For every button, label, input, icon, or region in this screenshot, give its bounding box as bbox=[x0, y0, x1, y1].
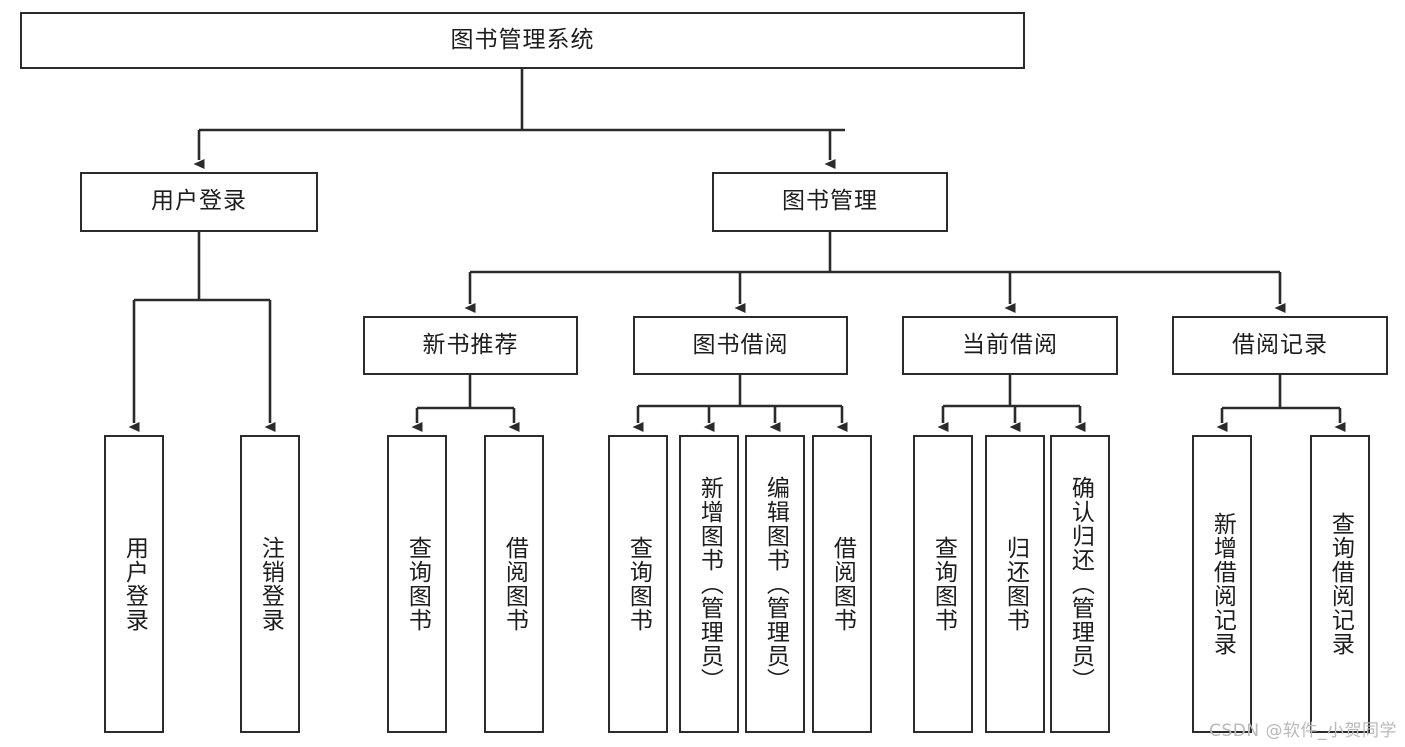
node-leaf-return-book-label: 归还图书 bbox=[1002, 536, 1029, 632]
node-leaf-add-record-label: 新增借阅记录 bbox=[1209, 512, 1236, 656]
node-leaf-edit-book-label: 编辑图书（管理员） bbox=[762, 476, 789, 692]
node-leaf-return-book[interactable]: 归还图书 bbox=[985, 435, 1045, 733]
node-leaf-query-record-label: 查询借阅记录 bbox=[1327, 512, 1354, 656]
node-user-login-label: 用户登录 bbox=[151, 188, 247, 215]
node-current-borrow-label: 当前借阅 bbox=[962, 331, 1058, 358]
node-leaf-borrow-book-2-label: 借阅图书 bbox=[829, 536, 856, 632]
node-new-book-rec[interactable]: 新书推荐 bbox=[363, 316, 578, 375]
node-leaf-borrow-book-1[interactable]: 借阅图书 bbox=[484, 435, 544, 733]
node-leaf-add-record[interactable]: 新增借阅记录 bbox=[1192, 435, 1252, 733]
node-leaf-logout-label: 注销登录 bbox=[257, 536, 284, 632]
node-root-label: 图书管理系统 bbox=[450, 26, 595, 53]
node-leaf-logout[interactable]: 注销登录 bbox=[240, 435, 300, 733]
node-leaf-query-book-2-label: 查询图书 bbox=[625, 536, 652, 632]
node-borrow-record[interactable]: 借阅记录 bbox=[1172, 316, 1388, 375]
node-leaf-confirm-return-label: 确认归还（管理员） bbox=[1067, 476, 1094, 692]
node-leaf-confirm-return[interactable]: 确认归还（管理员） bbox=[1050, 435, 1110, 733]
node-borrow-record-label: 借阅记录 bbox=[1232, 331, 1328, 358]
node-book-manage-label: 图书管理 bbox=[782, 188, 878, 215]
node-leaf-user-login[interactable]: 用户登录 bbox=[104, 435, 164, 733]
node-leaf-add-book[interactable]: 新增图书（管理员） bbox=[679, 435, 739, 733]
node-user-login[interactable]: 用户登录 bbox=[80, 172, 318, 232]
node-leaf-query-book-3[interactable]: 查询图书 bbox=[913, 435, 973, 733]
node-leaf-query-record[interactable]: 查询借阅记录 bbox=[1310, 435, 1370, 733]
node-new-book-rec-label: 新书推荐 bbox=[422, 331, 519, 358]
node-leaf-borrow-book-1-label: 借阅图书 bbox=[501, 536, 528, 632]
node-current-borrow[interactable]: 当前借阅 bbox=[902, 316, 1118, 375]
node-leaf-query-book-2[interactable]: 查询图书 bbox=[608, 435, 668, 733]
watermark-text: CSDN @软件_小贺同学 bbox=[1209, 721, 1397, 741]
node-root[interactable]: 图书管理系统 bbox=[20, 12, 1025, 69]
node-book-borrow[interactable]: 图书借阅 bbox=[633, 316, 848, 375]
node-leaf-add-book-label: 新增图书（管理员） bbox=[696, 476, 723, 692]
node-leaf-query-book-3-label: 查询图书 bbox=[930, 536, 957, 632]
node-leaf-query-book-1[interactable]: 查询图书 bbox=[387, 435, 447, 733]
node-leaf-edit-book[interactable]: 编辑图书（管理员） bbox=[745, 435, 805, 733]
node-leaf-borrow-book-2[interactable]: 借阅图书 bbox=[812, 435, 872, 733]
node-leaf-user-login-label: 用户登录 bbox=[121, 536, 148, 632]
node-leaf-query-book-1-label: 查询图书 bbox=[404, 536, 431, 632]
node-book-manage[interactable]: 图书管理 bbox=[712, 172, 948, 232]
node-book-borrow-label: 图书借阅 bbox=[692, 331, 789, 358]
